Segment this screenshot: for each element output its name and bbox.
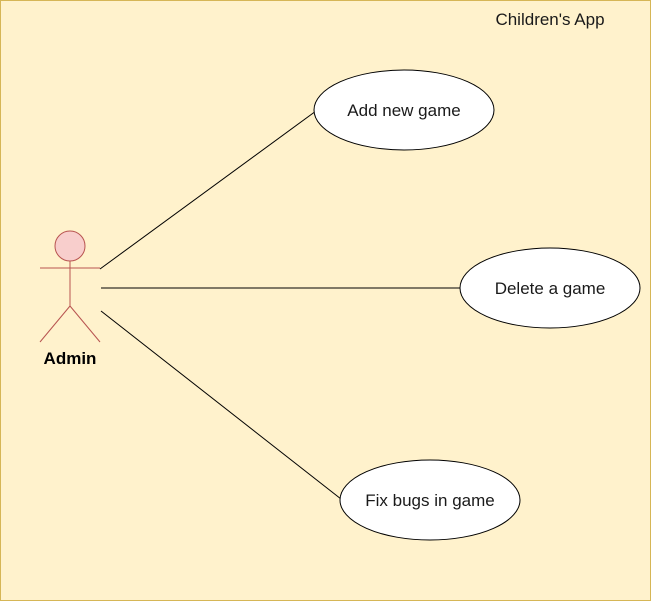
actor-label: Admin bbox=[44, 349, 97, 368]
use-case-label: Add new game bbox=[347, 101, 460, 120]
use-case-add-new-game[interactable]: Add new game bbox=[313, 69, 495, 151]
use-case-ellipse bbox=[313, 69, 495, 151]
stick-figure-actor-icon[interactable] bbox=[39, 230, 101, 343]
actor-head bbox=[54, 230, 86, 262]
association-line-fix-bugs-in-game[interactable] bbox=[100, 310, 342, 500]
system-title: Children's App bbox=[495, 10, 604, 29]
use-case-ellipse bbox=[339, 459, 521, 541]
use-case-label: Fix bugs in game bbox=[365, 491, 494, 510]
use-case-delete-a-game[interactable]: Delete a game bbox=[459, 247, 641, 329]
actor-right-leg bbox=[69, 305, 101, 343]
actor-left-leg bbox=[39, 305, 71, 343]
use-case-fix-bugs-in-game[interactable]: Fix bugs in game bbox=[339, 459, 521, 541]
use-case-ellipse bbox=[459, 247, 641, 329]
use-case-label: Delete a game bbox=[495, 279, 606, 298]
association-line-add-new-game[interactable] bbox=[99, 110, 317, 270]
